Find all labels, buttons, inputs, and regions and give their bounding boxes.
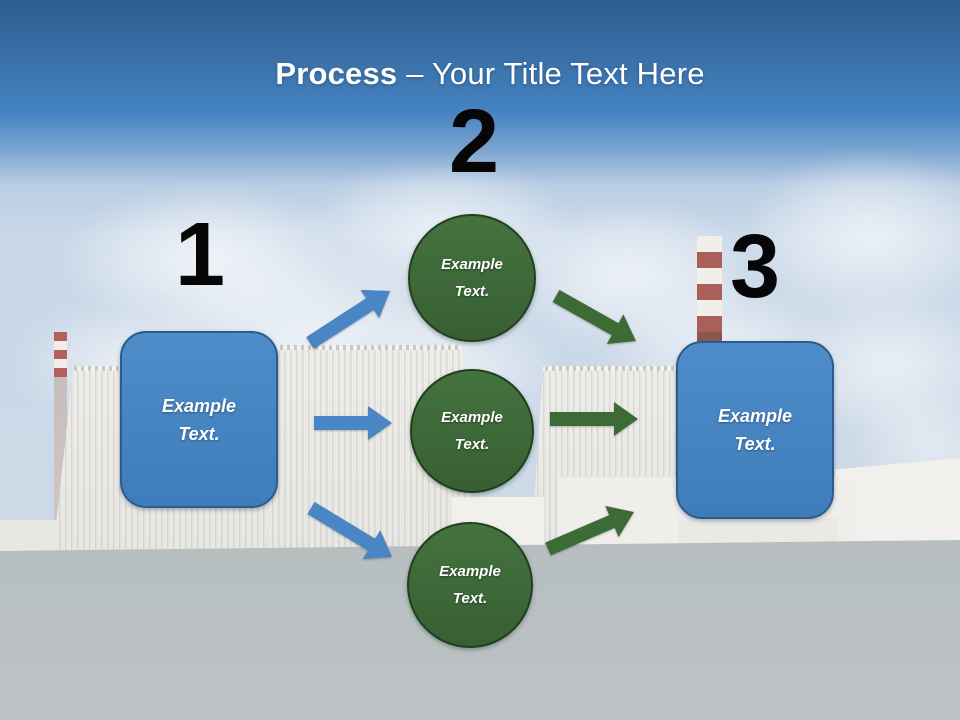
circle-bottom-label-line1: Example: [439, 563, 501, 580]
building: [835, 458, 960, 553]
circle-top-label-line1: Example: [441, 256, 503, 273]
circle-top-label-line2: Text.: [454, 283, 490, 300]
title-emphasis: Process: [275, 56, 398, 91]
circle-bottom-label-line2: Text.: [452, 590, 488, 607]
steam-cloud: [740, 150, 960, 320]
left-example-box[interactable]: Example Text.: [120, 331, 278, 508]
title-rest: – Your Title Text Here: [397, 56, 705, 91]
arrow-blue-middle[interactable]: [314, 406, 392, 440]
striped-chimney-right: [697, 236, 722, 345]
arrow-blue-down[interactable]: [307, 502, 392, 560]
step-number-1[interactable]: 1: [174, 205, 226, 305]
left-box-label-line1: Example: [161, 395, 237, 416]
circle-middle-label-line1: Example: [441, 409, 503, 426]
right-box-label-line1: Example: [717, 406, 793, 426]
arrow-green-up[interactable]: [545, 505, 634, 556]
arrow-green-down[interactable]: [552, 289, 636, 344]
right-example-box[interactable]: Example Text.: [676, 341, 834, 519]
slide-title[interactable]: Process – Your Title Text Here: [0, 56, 960, 92]
arrow-green-middle[interactable]: [550, 402, 638, 436]
circle-middle[interactable]: Example Text.: [410, 369, 534, 493]
arrow-blue-up[interactable]: [306, 289, 390, 349]
circle-bottom[interactable]: Example Text.: [407, 522, 533, 648]
step-number-2[interactable]: 2: [448, 92, 500, 192]
step-number-3[interactable]: 3: [729, 217, 781, 317]
left-box-label-line2: Text.: [178, 423, 220, 444]
circle-top[interactable]: Example Text.: [408, 214, 536, 342]
building: [0, 520, 58, 555]
circle-middle-label-line2: Text.: [454, 436, 490, 453]
right-box-label-line2: Text.: [734, 434, 776, 454]
